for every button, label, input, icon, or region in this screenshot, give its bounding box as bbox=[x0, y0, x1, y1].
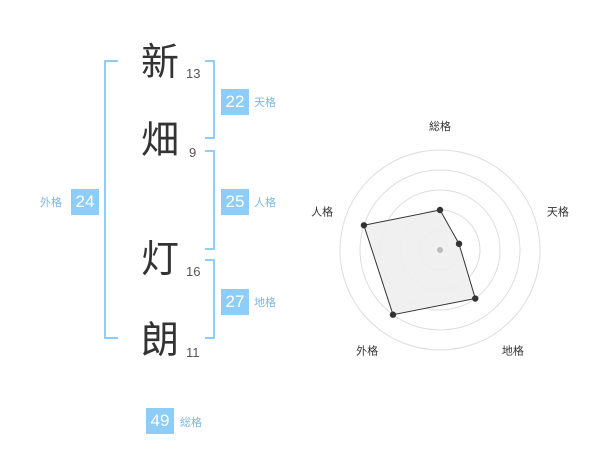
name-char-4: 朗 bbox=[140, 318, 179, 362]
gai-label: 外格 bbox=[40, 196, 62, 209]
radar-axis-label-2: 天格 bbox=[547, 205, 569, 219]
radar-axis-label-4: 外格 bbox=[356, 343, 378, 357]
ten-bracket bbox=[205, 60, 215, 139]
ten-label: 天格 bbox=[254, 96, 276, 109]
radar-center-dot bbox=[437, 247, 443, 253]
radar-point-3 bbox=[472, 295, 479, 302]
radar-axis-label-3: 地格 bbox=[502, 343, 524, 357]
stroke-count-2: 9 bbox=[189, 145, 197, 160]
name-char-1: 新 bbox=[140, 40, 179, 84]
radar-ring-5 bbox=[339, 149, 541, 351]
jin-value-badge: 25 bbox=[221, 189, 249, 215]
stroke-count-3: 16 bbox=[186, 264, 201, 279]
chi-value-badge: 27 bbox=[221, 289, 249, 315]
radar-point-2 bbox=[455, 240, 463, 248]
ten-value-badge: 22 bbox=[221, 89, 249, 115]
name-char-2: 畑 bbox=[140, 118, 179, 162]
radar-ring-4 bbox=[359, 169, 521, 331]
chi-label: 地格 bbox=[254, 296, 276, 309]
stroke-count-1: 13 bbox=[186, 66, 201, 81]
name-char-3: 灯 bbox=[140, 237, 179, 281]
radar-series-area bbox=[363, 209, 476, 316]
radar-point-4 bbox=[389, 311, 397, 318]
gai-value-badge: 24 bbox=[71, 189, 99, 215]
radar-axis-label-1: 総格 bbox=[429, 119, 451, 133]
jin-label: 人格 bbox=[254, 196, 276, 209]
radar-point-1 bbox=[436, 206, 444, 214]
radar-axis-label-5: 人格 bbox=[311, 205, 333, 219]
sou-value-badge: 49 bbox=[146, 408, 174, 434]
sou-label: 総格 bbox=[180, 416, 202, 429]
gai-bracket bbox=[104, 60, 118, 339]
radar-point-5 bbox=[360, 222, 368, 229]
chi-bracket bbox=[205, 259, 215, 339]
jin-bracket bbox=[205, 150, 215, 250]
stroke-count-4: 11 bbox=[186, 345, 200, 360]
